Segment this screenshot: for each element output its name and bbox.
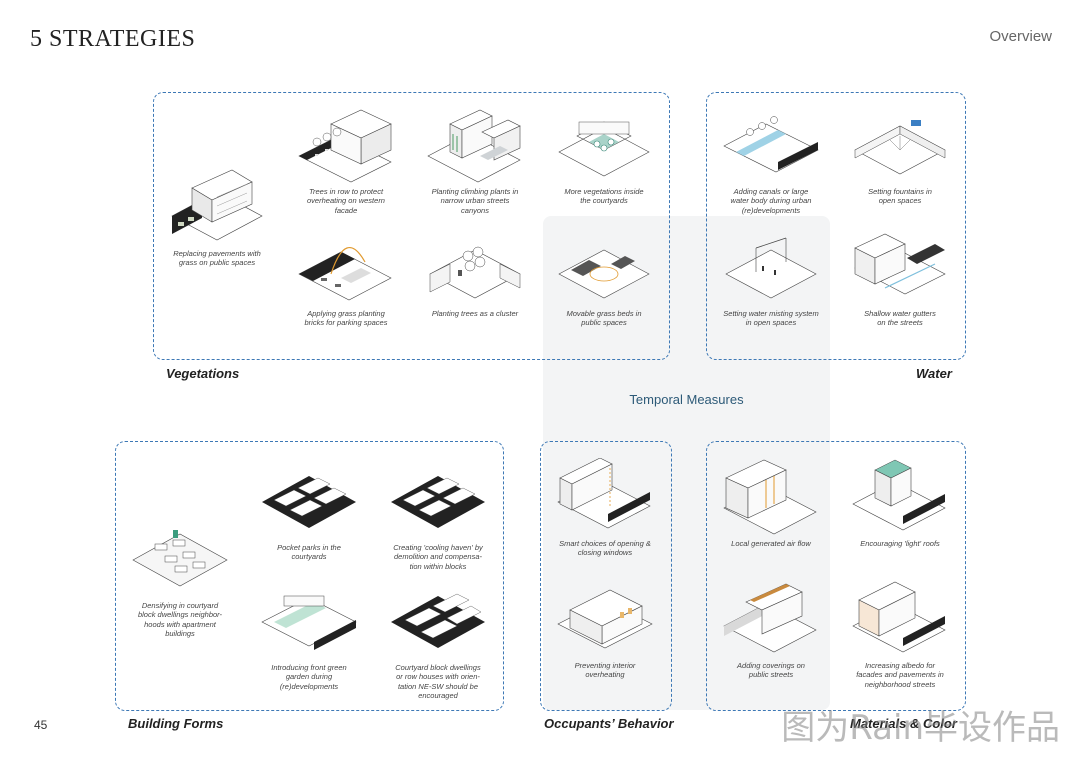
strategy-caption: Pocket parks in the courtyards: [253, 543, 365, 562]
strategy-item: Planting trees as a cluster: [419, 228, 531, 318]
section-header: Overview: [989, 28, 1052, 45]
canal-icon: [716, 106, 826, 184]
strategy-item: Encouraging 'light' roofs: [844, 458, 956, 548]
occupants-behavior-label: Occupants’ Behavior: [544, 716, 674, 731]
page-title: 5 STRATEGIES: [30, 26, 195, 53]
strategy-caption: Creating 'cooling haven' by demolition a…: [382, 543, 494, 571]
strategy-caption: Increasing albedo for facades and paveme…: [844, 661, 956, 689]
strategy-item: Increasing albedo for facades and paveme…: [844, 580, 956, 689]
strategy-item: Adding canals or large water body during…: [715, 106, 827, 215]
strategy-item: More vegetations inside the courtyards: [548, 106, 660, 206]
pocket-park-icon: [254, 462, 364, 540]
strategy-caption: Courtyard block dwellings or row houses …: [382, 663, 494, 701]
strategy-item: Shallow water gutters on the streets: [844, 228, 956, 328]
strategy-item: Trees in row to protect overheating on w…: [290, 106, 402, 215]
oriented-blocks-icon: [383, 582, 493, 660]
strategy-caption: Adding canals or large water body during…: [715, 187, 827, 215]
vegetations-label: Vegetations: [166, 366, 239, 381]
strategy-item: Densifying in courtyard block dwellings …: [124, 520, 236, 639]
interior-overheating-icon: [550, 580, 660, 658]
strategy-item: Applying grass planting bricks for parki…: [290, 228, 402, 328]
strategy-caption: Local generated air flow: [715, 539, 827, 548]
strategy-caption: Smart choices of opening & closing windo…: [549, 539, 661, 558]
strategy-caption: Setting fountains in open spaces: [844, 187, 956, 206]
strategy-item: Creating 'cooling haven' by demolition a…: [382, 462, 494, 571]
water-gutter-icon: [845, 228, 955, 306]
strategy-item: Pocket parks in the courtyards: [253, 462, 365, 562]
strategy-item: Preventing interior overheating: [549, 580, 661, 680]
page-number: 45: [34, 718, 47, 732]
courtyard-vegetation-icon: [549, 106, 659, 184]
strategy-caption: Introducing front green garden during (r…: [253, 663, 365, 691]
strategy-caption: Planting trees as a cluster: [419, 309, 531, 318]
watermark: 图为Rain毕设作品: [781, 700, 1060, 749]
climbing-plants-icon: [420, 106, 530, 184]
strategy-caption: Applying grass planting bricks for parki…: [290, 309, 402, 328]
building-forms-label: Building Forms: [128, 716, 223, 731]
densified-blocks-icon: [125, 520, 235, 598]
strategy-caption: Planting climbing plants in narrow urban…: [419, 187, 531, 215]
strategy-item: Movable grass beds in public spaces: [548, 228, 660, 328]
strategy-item: Courtyard block dwellings or row houses …: [382, 582, 494, 701]
temporal-measures-label: Temporal Measures: [543, 392, 830, 407]
water-label: Water: [916, 366, 952, 381]
strategy-item: Adding coverings on public streets: [715, 580, 827, 680]
strategy-item: Introducing front green garden during (r…: [253, 582, 365, 691]
strategy-item: Replacing pavements with grass on public…: [161, 168, 273, 268]
movable-grass-beds-icon: [549, 228, 659, 306]
strategy-item: Planting climbing plants in narrow urban…: [419, 106, 531, 215]
albedo-icon: [845, 580, 955, 658]
strategy-caption: Movable grass beds in public spaces: [548, 309, 660, 328]
strategy-item: Local generated air flow: [715, 458, 827, 548]
strategy-caption: Trees in row to protect overheating on w…: [290, 187, 402, 215]
tree-row-icon: [291, 106, 401, 184]
window-opening-icon: [550, 458, 660, 536]
strategy-caption: Replacing pavements with grass on public…: [161, 249, 273, 268]
cooling-haven-icon: [383, 462, 493, 540]
street-covering-icon: [716, 580, 826, 658]
light-roof-icon: [845, 458, 955, 536]
strategy-item: Setting fountains in open spaces: [844, 106, 956, 206]
strategy-caption: Preventing interior overheating: [549, 661, 661, 680]
front-garden-icon: [254, 582, 364, 660]
strategy-caption: Shallow water gutters on the streets: [844, 309, 956, 328]
water-misting-icon: [716, 228, 826, 306]
tree-cluster-icon: [420, 228, 530, 306]
grass-bricks-icon: [291, 228, 401, 306]
building-with-grass-icon: [162, 168, 272, 246]
strategy-caption: Densifying in courtyard block dwellings …: [124, 601, 236, 639]
strategy-item: Setting water misting system in open spa…: [715, 228, 827, 328]
strategy-caption: Adding coverings on public streets: [715, 661, 827, 680]
strategy-caption: More vegetations inside the courtyards: [548, 187, 660, 206]
strategy-item: Smart choices of opening & closing windo…: [549, 458, 661, 558]
fountain-icon: [845, 106, 955, 184]
strategy-caption: Encouraging 'light' roofs: [844, 539, 956, 548]
air-flow-icon: [716, 458, 826, 536]
strategy-caption: Setting water misting system in open spa…: [715, 309, 827, 328]
